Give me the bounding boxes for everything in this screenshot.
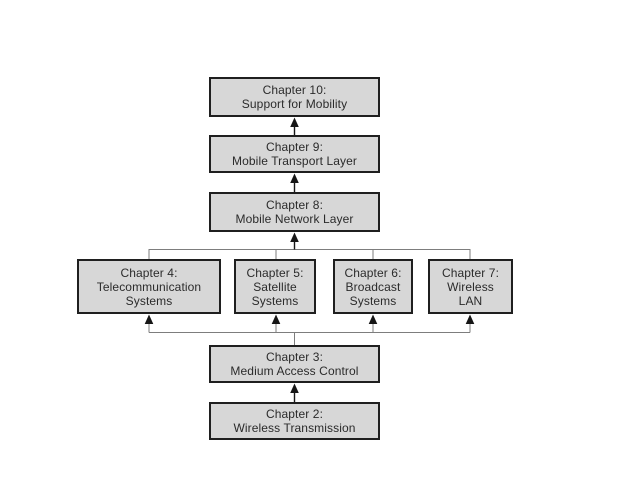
node-chapter-5-line2: Satellite	[253, 279, 297, 294]
node-chapter-9-line2: Mobile Transport Layer	[232, 154, 357, 168]
node-chapter-7-line2: Wireless	[447, 279, 494, 294]
node-chapter-7-line1: Chapter 7:	[441, 265, 500, 280]
arrowhead-into-ch6	[368, 314, 378, 324]
node-chapter-9: Chapter 9: Mobile Transport Layer	[209, 135, 380, 173]
node-chapter-8-line2: Mobile Network Layer	[235, 212, 354, 226]
node-chapter-4-line2: Telecommunication	[96, 279, 202, 294]
arrowhead-into-ch8	[290, 232, 299, 242]
node-chapter-6: Chapter 6: Broadcast Systems	[333, 259, 413, 314]
node-chapter-6-line3: Systems	[349, 293, 397, 308]
arrowhead-into-ch3	[290, 383, 299, 393]
arrowhead-into-ch7	[465, 314, 475, 324]
node-chapter-9-line1: Chapter 9:	[265, 140, 324, 154]
node-chapter-3: Chapter 3: Medium Access Control	[209, 345, 380, 383]
node-chapter-4-line3: Systems	[125, 293, 173, 308]
node-chapter-3-line1: Chapter 3:	[265, 350, 324, 364]
node-chapter-6-line1: Chapter 6:	[344, 265, 402, 280]
node-chapter-5-line3: Systems	[251, 293, 299, 308]
node-chapter-7-line3: LAN	[458, 293, 483, 308]
node-chapter-4-line1: Chapter 4:	[120, 265, 178, 280]
node-chapter-7: Chapter 7: Wireless LAN	[428, 259, 513, 314]
node-chapter-2-line1: Chapter 2:	[265, 407, 324, 421]
node-chapter-8: Chapter 8: Mobile Network Layer	[209, 192, 380, 232]
node-chapter-10: Chapter 10: Support for Mobility	[209, 77, 380, 117]
arrowhead-into-ch10	[290, 117, 299, 127]
node-chapter-5-line1: Chapter 5:	[246, 265, 304, 280]
node-chapter-2: Chapter 2: Wireless Transmission	[209, 402, 380, 440]
node-chapter-8-line1: Chapter 8:	[265, 198, 324, 212]
node-chapter-4: Chapter 4: Telecommunication Systems	[77, 259, 221, 314]
node-chapter-2-line2: Wireless Transmission	[233, 421, 356, 435]
node-chapter-10-line2: Support for Mobility	[241, 97, 348, 111]
node-chapter-10-line1: Chapter 10:	[262, 83, 327, 97]
arrowhead-into-ch5	[271, 314, 281, 324]
node-chapter-3-line2: Medium Access Control	[230, 364, 359, 378]
node-chapter-6-line2: Broadcast	[345, 279, 401, 294]
arrowhead-into-ch9	[290, 173, 299, 183]
upper-bus-line	[148, 249, 471, 259]
arrowhead-into-ch4	[144, 314, 154, 324]
node-chapter-5: Chapter 5: Satellite Systems	[234, 259, 316, 314]
